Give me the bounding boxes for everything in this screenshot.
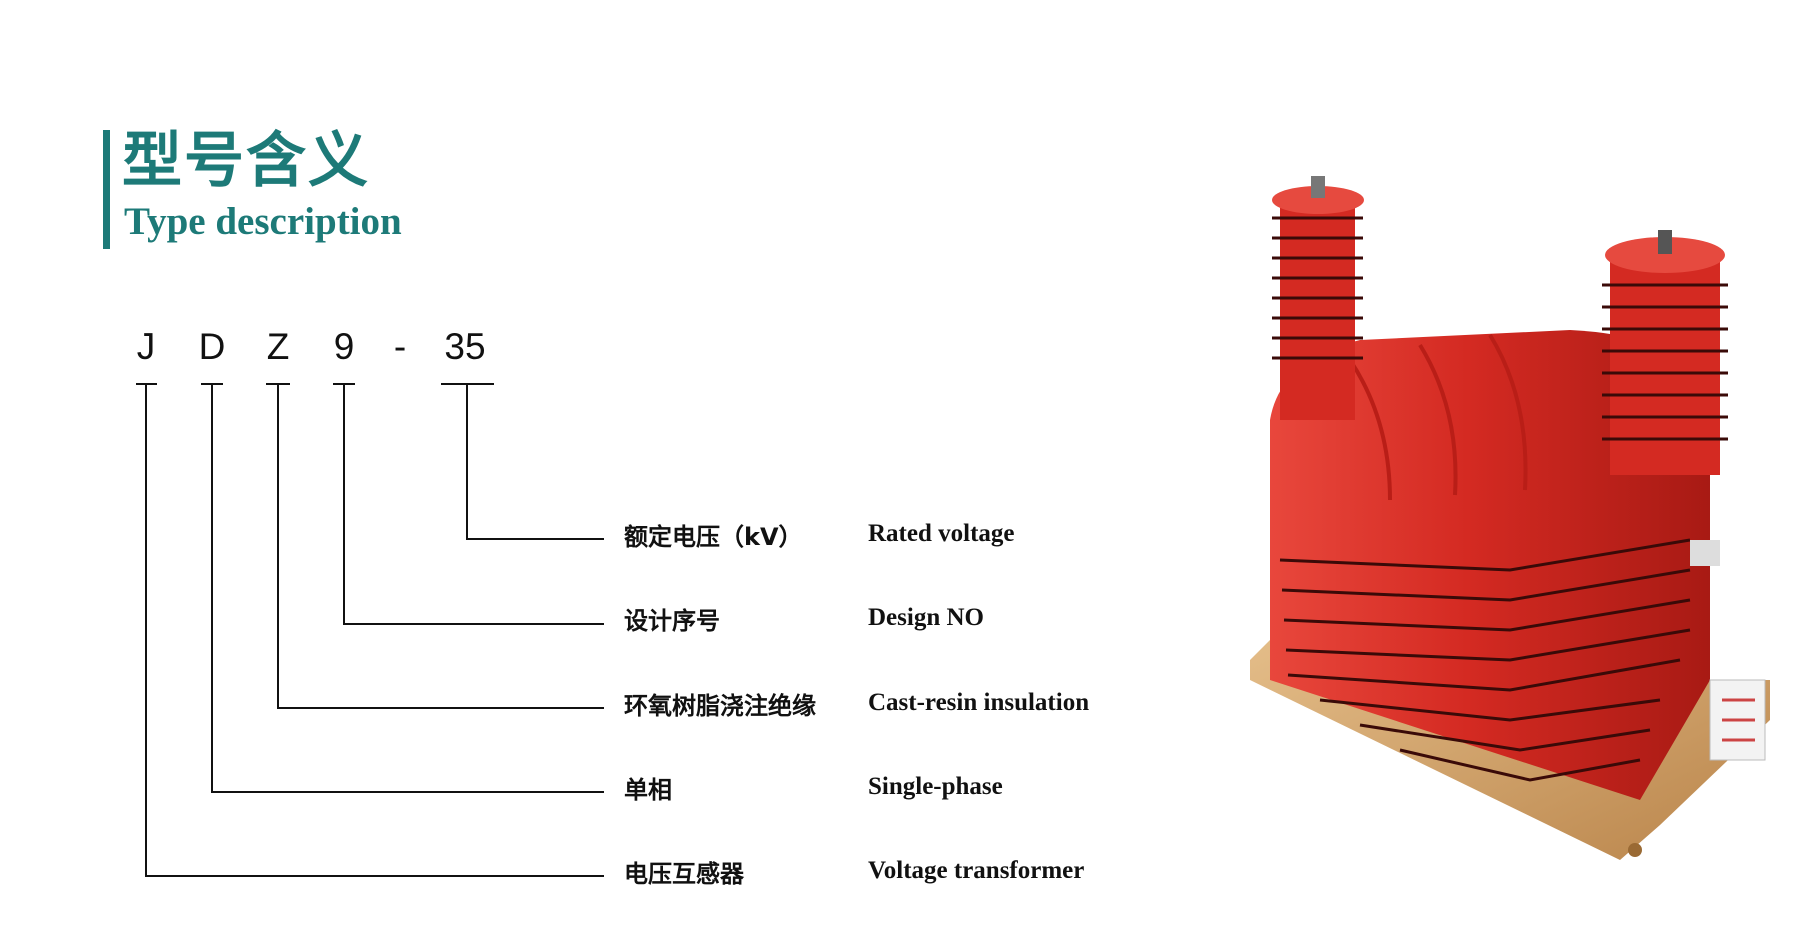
meaning-cn-design-no: 设计序号	[624, 607, 720, 635]
body-highlights	[1348, 333, 1528, 501]
left-bushing	[1280, 200, 1355, 420]
meaning-cn-insulation: 环氧树脂浇注绝缘	[624, 692, 816, 720]
connector-rated-voltage	[466, 384, 604, 540]
right-bushing-sheds	[1602, 283, 1728, 441]
meaning-cn-single-phase: 单相	[624, 776, 672, 804]
right-bushing	[1610, 255, 1720, 475]
code-char-35: 35	[444, 326, 486, 367]
right-terminal-icon	[1658, 230, 1672, 254]
code-char-9: 9	[333, 326, 355, 367]
body-sheds	[1279, 538, 1691, 782]
nameplate	[1690, 540, 1720, 566]
meaning-cn-rated-voltage: 额定电压（kV）	[624, 523, 803, 551]
meaning-en-voltage-transformer: Voltage transformer	[868, 857, 1085, 884]
voltage-transformer-photo	[1250, 176, 1770, 860]
connector-single-phase	[211, 384, 604, 793]
page-subtitle: Type description	[124, 200, 402, 243]
meaning-en-rated-voltage: Rated voltage	[868, 520, 1015, 547]
code-char-z: Z	[266, 326, 290, 367]
title-accent-bar	[103, 130, 110, 249]
left-bushing-sheds	[1272, 216, 1363, 360]
meaning-en-single-phase: Single-phase	[868, 773, 1003, 800]
base-bolt-hole-icon	[1628, 843, 1642, 857]
right-bushing-cap	[1605, 237, 1725, 273]
code-char-dash: -	[393, 326, 407, 367]
meaning-en-design-no: Design NO	[868, 604, 984, 631]
connector-design-no	[343, 384, 604, 625]
connector-insulation	[277, 384, 604, 709]
code-char-d: D	[198, 326, 226, 367]
left-bushing-cap	[1272, 186, 1364, 214]
code-char-j: J	[136, 326, 156, 367]
left-terminal-icon	[1311, 176, 1325, 198]
page-title: 型号含义	[122, 126, 370, 196]
meaning-en-insulation: Cast-resin insulation	[868, 689, 1090, 716]
meaning-cn-voltage-transformer: 电压互感器	[624, 860, 744, 888]
connector-voltage-transformer	[145, 384, 604, 877]
